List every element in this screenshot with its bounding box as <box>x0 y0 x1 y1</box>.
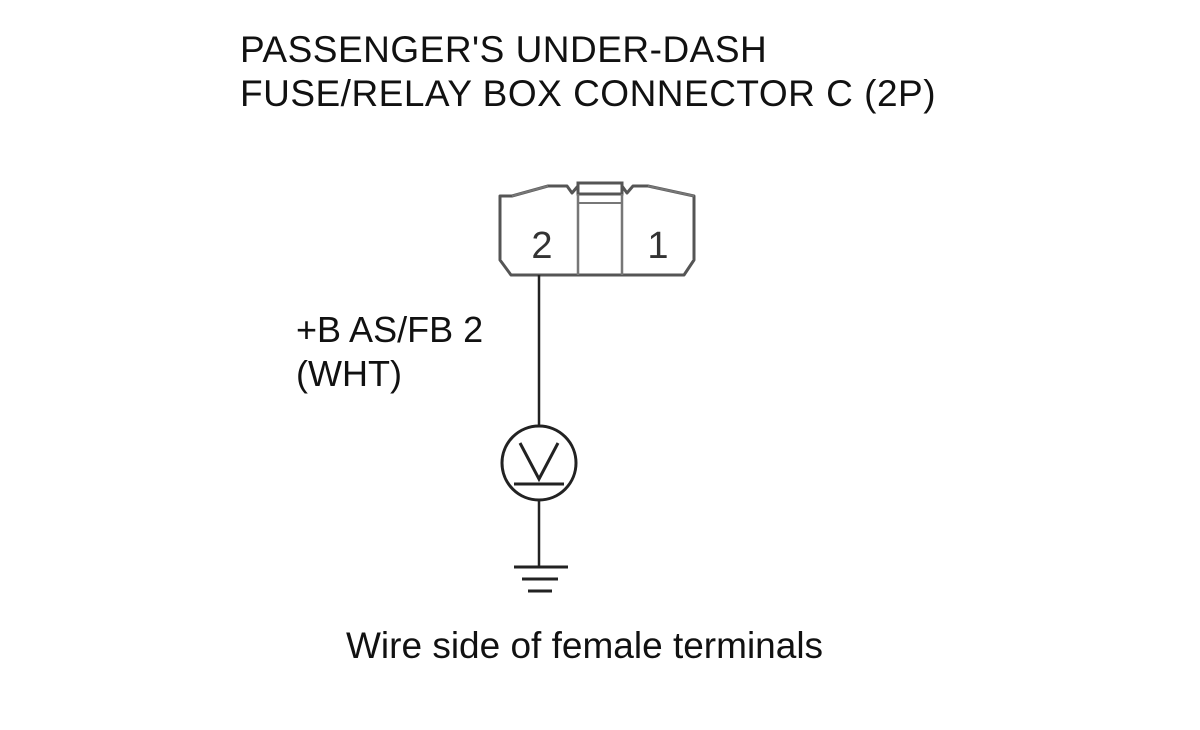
wire-label: +B AS/FB 2 (WHT) <box>296 308 483 396</box>
title-line-2: FUSE/RELAY BOX CONNECTOR C (2P) <box>240 73 937 114</box>
pin-1-label: 1 <box>647 225 668 267</box>
wire-color-label: (WHT) <box>296 353 402 394</box>
connector-lock-tab <box>576 181 624 196</box>
ground-icon <box>514 565 568 593</box>
pin-2-label: 2 <box>531 225 552 267</box>
wire-signal-label: +B AS/FB 2 <box>296 309 484 350</box>
connector-icon: 2 1 <box>498 181 696 277</box>
voltmeter-icon <box>500 424 578 502</box>
diagram-title: PASSENGER'S UNDER-DASH FUSE/RELAY BOX CO… <box>240 28 936 116</box>
title-line-1: PASSENGER'S UNDER-DASH <box>240 29 768 70</box>
diagram-caption: Wire side of female terminals <box>346 625 824 666</box>
